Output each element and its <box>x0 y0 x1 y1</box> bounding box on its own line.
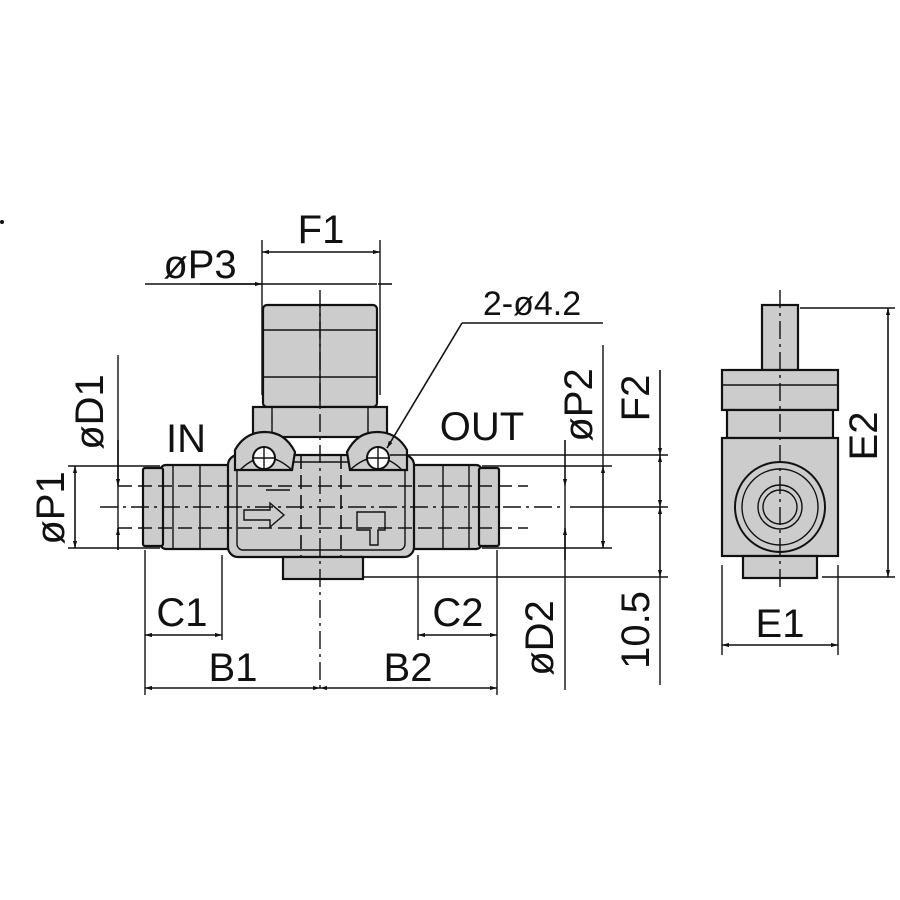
flow-arrow-icon <box>243 489 290 529</box>
label-e2: E2 <box>842 412 886 461</box>
label-p3: øP3 <box>163 243 236 287</box>
dim-f1 <box>261 240 381 395</box>
dim-holes-leader <box>386 322 603 449</box>
dim-c1 <box>144 550 223 695</box>
label-p2: øP2 <box>557 368 601 441</box>
front-view <box>100 290 560 690</box>
label-p1: øP1 <box>29 471 73 544</box>
dim-c2 <box>417 550 498 695</box>
dim-e2 <box>800 307 895 578</box>
edge-mark <box>0 220 4 224</box>
label-d1: øD1 <box>68 374 112 450</box>
bottom-boss <box>281 555 365 581</box>
label-c1: C1 <box>156 591 207 635</box>
label-out: OUT <box>440 405 524 449</box>
label-holes: 2-ø4.2 <box>483 285 581 323</box>
side-view <box>720 290 840 590</box>
label-f1: F1 <box>298 208 345 252</box>
label-b1: B1 <box>209 646 258 690</box>
label-c2: C2 <box>432 591 483 635</box>
label-10-5: 10.5 <box>614 591 658 669</box>
dim-10-5 <box>363 507 668 685</box>
label-b2: B2 <box>384 646 433 690</box>
label-d2: øD2 <box>518 600 562 676</box>
label-e1: E1 <box>756 602 805 646</box>
dim-f2 <box>390 370 668 508</box>
dim-e1 <box>721 565 839 655</box>
label-in: IN <box>166 417 206 461</box>
label-f2: F2 <box>614 375 658 422</box>
dim-p1 <box>68 465 160 549</box>
